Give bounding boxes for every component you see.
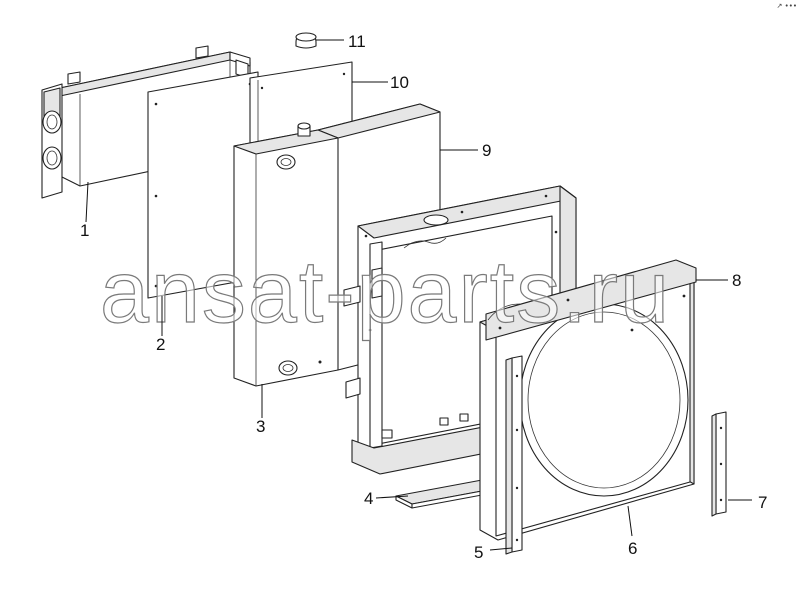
part-5-strip (505, 355, 523, 555)
part-7-side-strip (711, 411, 727, 517)
watermark-text: ansat-parts.ru (100, 242, 671, 341)
leader-lines (85, 39, 752, 551)
callouts: 1 2 3 4 5 6 7 8 9 10 11 (80, 32, 767, 562)
part-3-radiator (233, 122, 339, 387)
callout-4: 4 (364, 489, 373, 508)
callout-11: 11 (348, 32, 366, 51)
part-4-lower-plate (395, 479, 499, 509)
callout-6: 6 (628, 539, 637, 558)
callout-1: 1 (80, 221, 89, 240)
callout-5: 5 (474, 543, 483, 562)
callout-10: 10 (390, 73, 409, 92)
corner-mark: ↗ ••• (776, 2, 797, 10)
part-6-fan-shroud (479, 259, 697, 541)
callout-7: 7 (758, 493, 767, 512)
part-11-cap (295, 32, 317, 49)
callout-3: 3 (256, 417, 265, 436)
callout-2: 2 (156, 335, 165, 354)
callout-9: 9 (482, 141, 491, 160)
callout-8: 8 (732, 271, 741, 290)
